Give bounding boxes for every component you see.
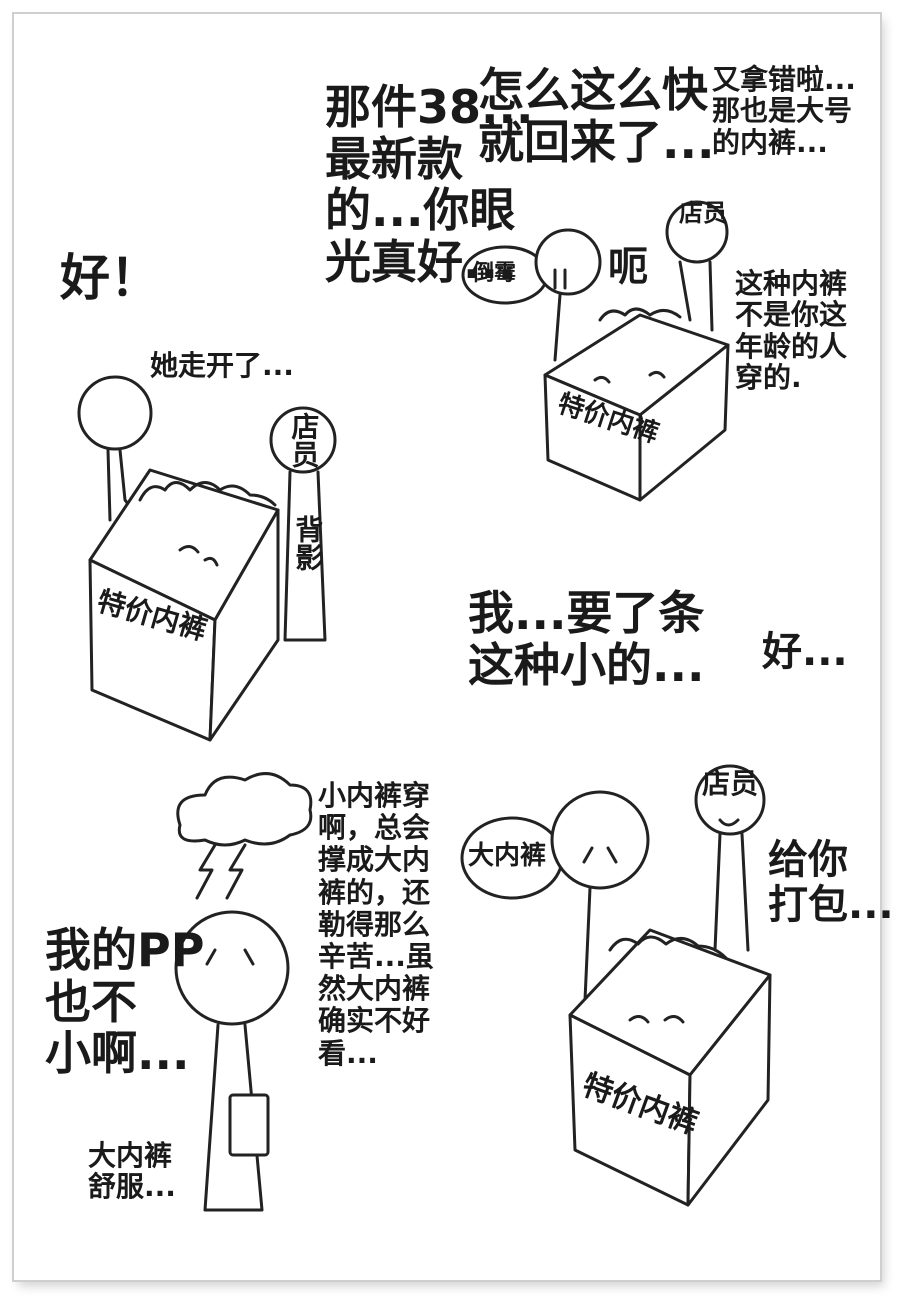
exclaim-good: 好！	[60, 249, 160, 307]
thought-big-underwear: 大内裤	[468, 841, 547, 871]
clerk-back-label: 背影	[291, 515, 325, 571]
clerk-speech-pack: 给你 打包...	[768, 837, 894, 928]
speech-how-fast: 怎么这么快 就回来了...	[478, 63, 715, 169]
exclaim-uh: 呃	[608, 244, 648, 290]
clerk-speech-not-for-age: 这种内裤 不是你这 年龄的人 穿的.	[735, 267, 848, 395]
panel4-drawing	[460, 764, 772, 1207]
thought-unlucky: 倒霉	[472, 261, 517, 286]
customer-head	[550, 790, 650, 890]
monologue-small-underwear: 小内裤穿 啊，总会 撑成大内 裤的，还 勒得那么 辛苦...虽 然大内裤 确实不…	[318, 779, 434, 1070]
speech-want-small: 我...要了条 这种小的...	[468, 586, 705, 692]
customer-head	[534, 228, 602, 296]
clerk-label: 店员	[702, 767, 759, 800]
clerk-speech-wrong-again: 又拿错啦... 那也是大号 的内裤...	[712, 63, 856, 159]
customer-head	[77, 375, 153, 451]
gloom-cloud-icon	[176, 772, 313, 847]
clerk-head	[665, 200, 729, 264]
clerk-speech-compliment: 那件38... 最新款 的...你眼 光真好...	[325, 80, 534, 289]
narration-she-left: 她走开了...	[150, 349, 294, 382]
clerk-head	[269, 406, 337, 474]
clerk-label: 店员	[287, 412, 321, 468]
underwear-package	[228, 1093, 270, 1157]
clerk-label: 店员	[679, 199, 727, 227]
speech-my-pp: 我的PP 也不 小啊...	[45, 923, 205, 1081]
panel2-drawing	[461, 200, 730, 502]
clerk-head	[694, 764, 766, 836]
panel3-drawing	[174, 772, 313, 1212]
clerk-speech-ok: 好...	[762, 629, 848, 675]
panel1-drawing	[77, 375, 337, 742]
sad-character-head	[174, 910, 290, 1026]
speech-big-comfy: 大内裤 舒服...	[88, 1139, 176, 1204]
